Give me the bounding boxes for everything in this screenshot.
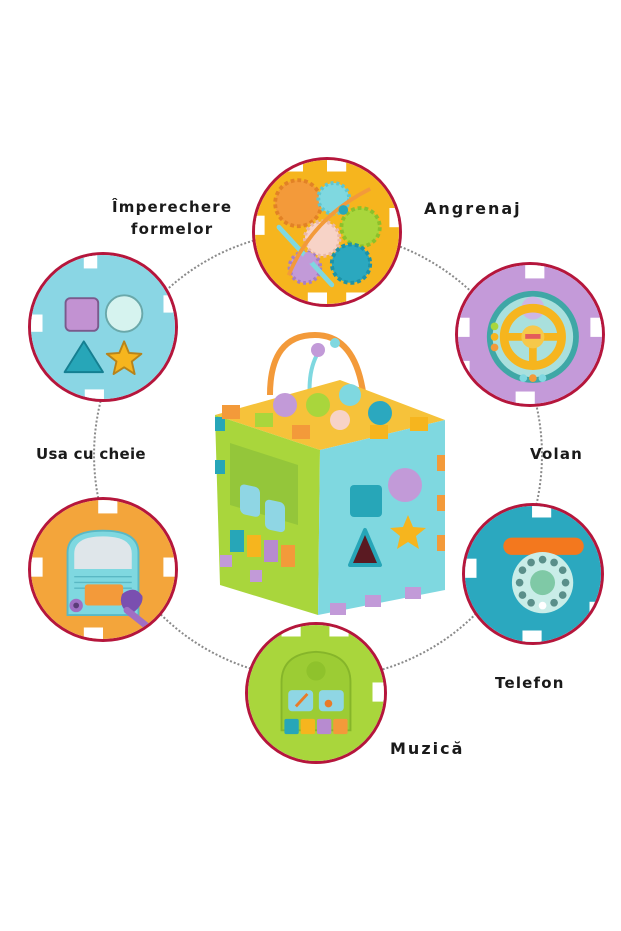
feature-key-door-image <box>28 497 178 642</box>
label-line-1: Împerechere <box>112 198 233 216</box>
label-music: Muzică <box>390 739 465 758</box>
feature-steering-wheel-image <box>455 262 605 407</box>
activity-cube-icon <box>215 331 445 615</box>
label-steering-wheel: Volan <box>530 445 584 463</box>
gears-icon <box>255 160 399 304</box>
music-icon <box>248 625 384 761</box>
label-shape-sorter: Împerechere formelor <box>112 196 232 240</box>
feature-gears-image <box>252 157 402 307</box>
feature-shape-sorter-image <box>28 252 178 402</box>
shape-sorter-icon <box>31 255 175 399</box>
steering-wheel-icon <box>458 265 602 404</box>
activity-cube-image <box>200 325 450 625</box>
label-key-door: Usa cu cheie <box>36 445 146 463</box>
key-door-icon <box>31 500 175 639</box>
telephone-icon <box>465 506 601 642</box>
label-telephone: Telefon <box>495 674 565 692</box>
label-gears: Angrenaj <box>424 199 522 218</box>
feature-music-image <box>245 622 387 764</box>
feature-telephone-image <box>462 503 604 645</box>
label-line-2: formelor <box>130 220 214 238</box>
